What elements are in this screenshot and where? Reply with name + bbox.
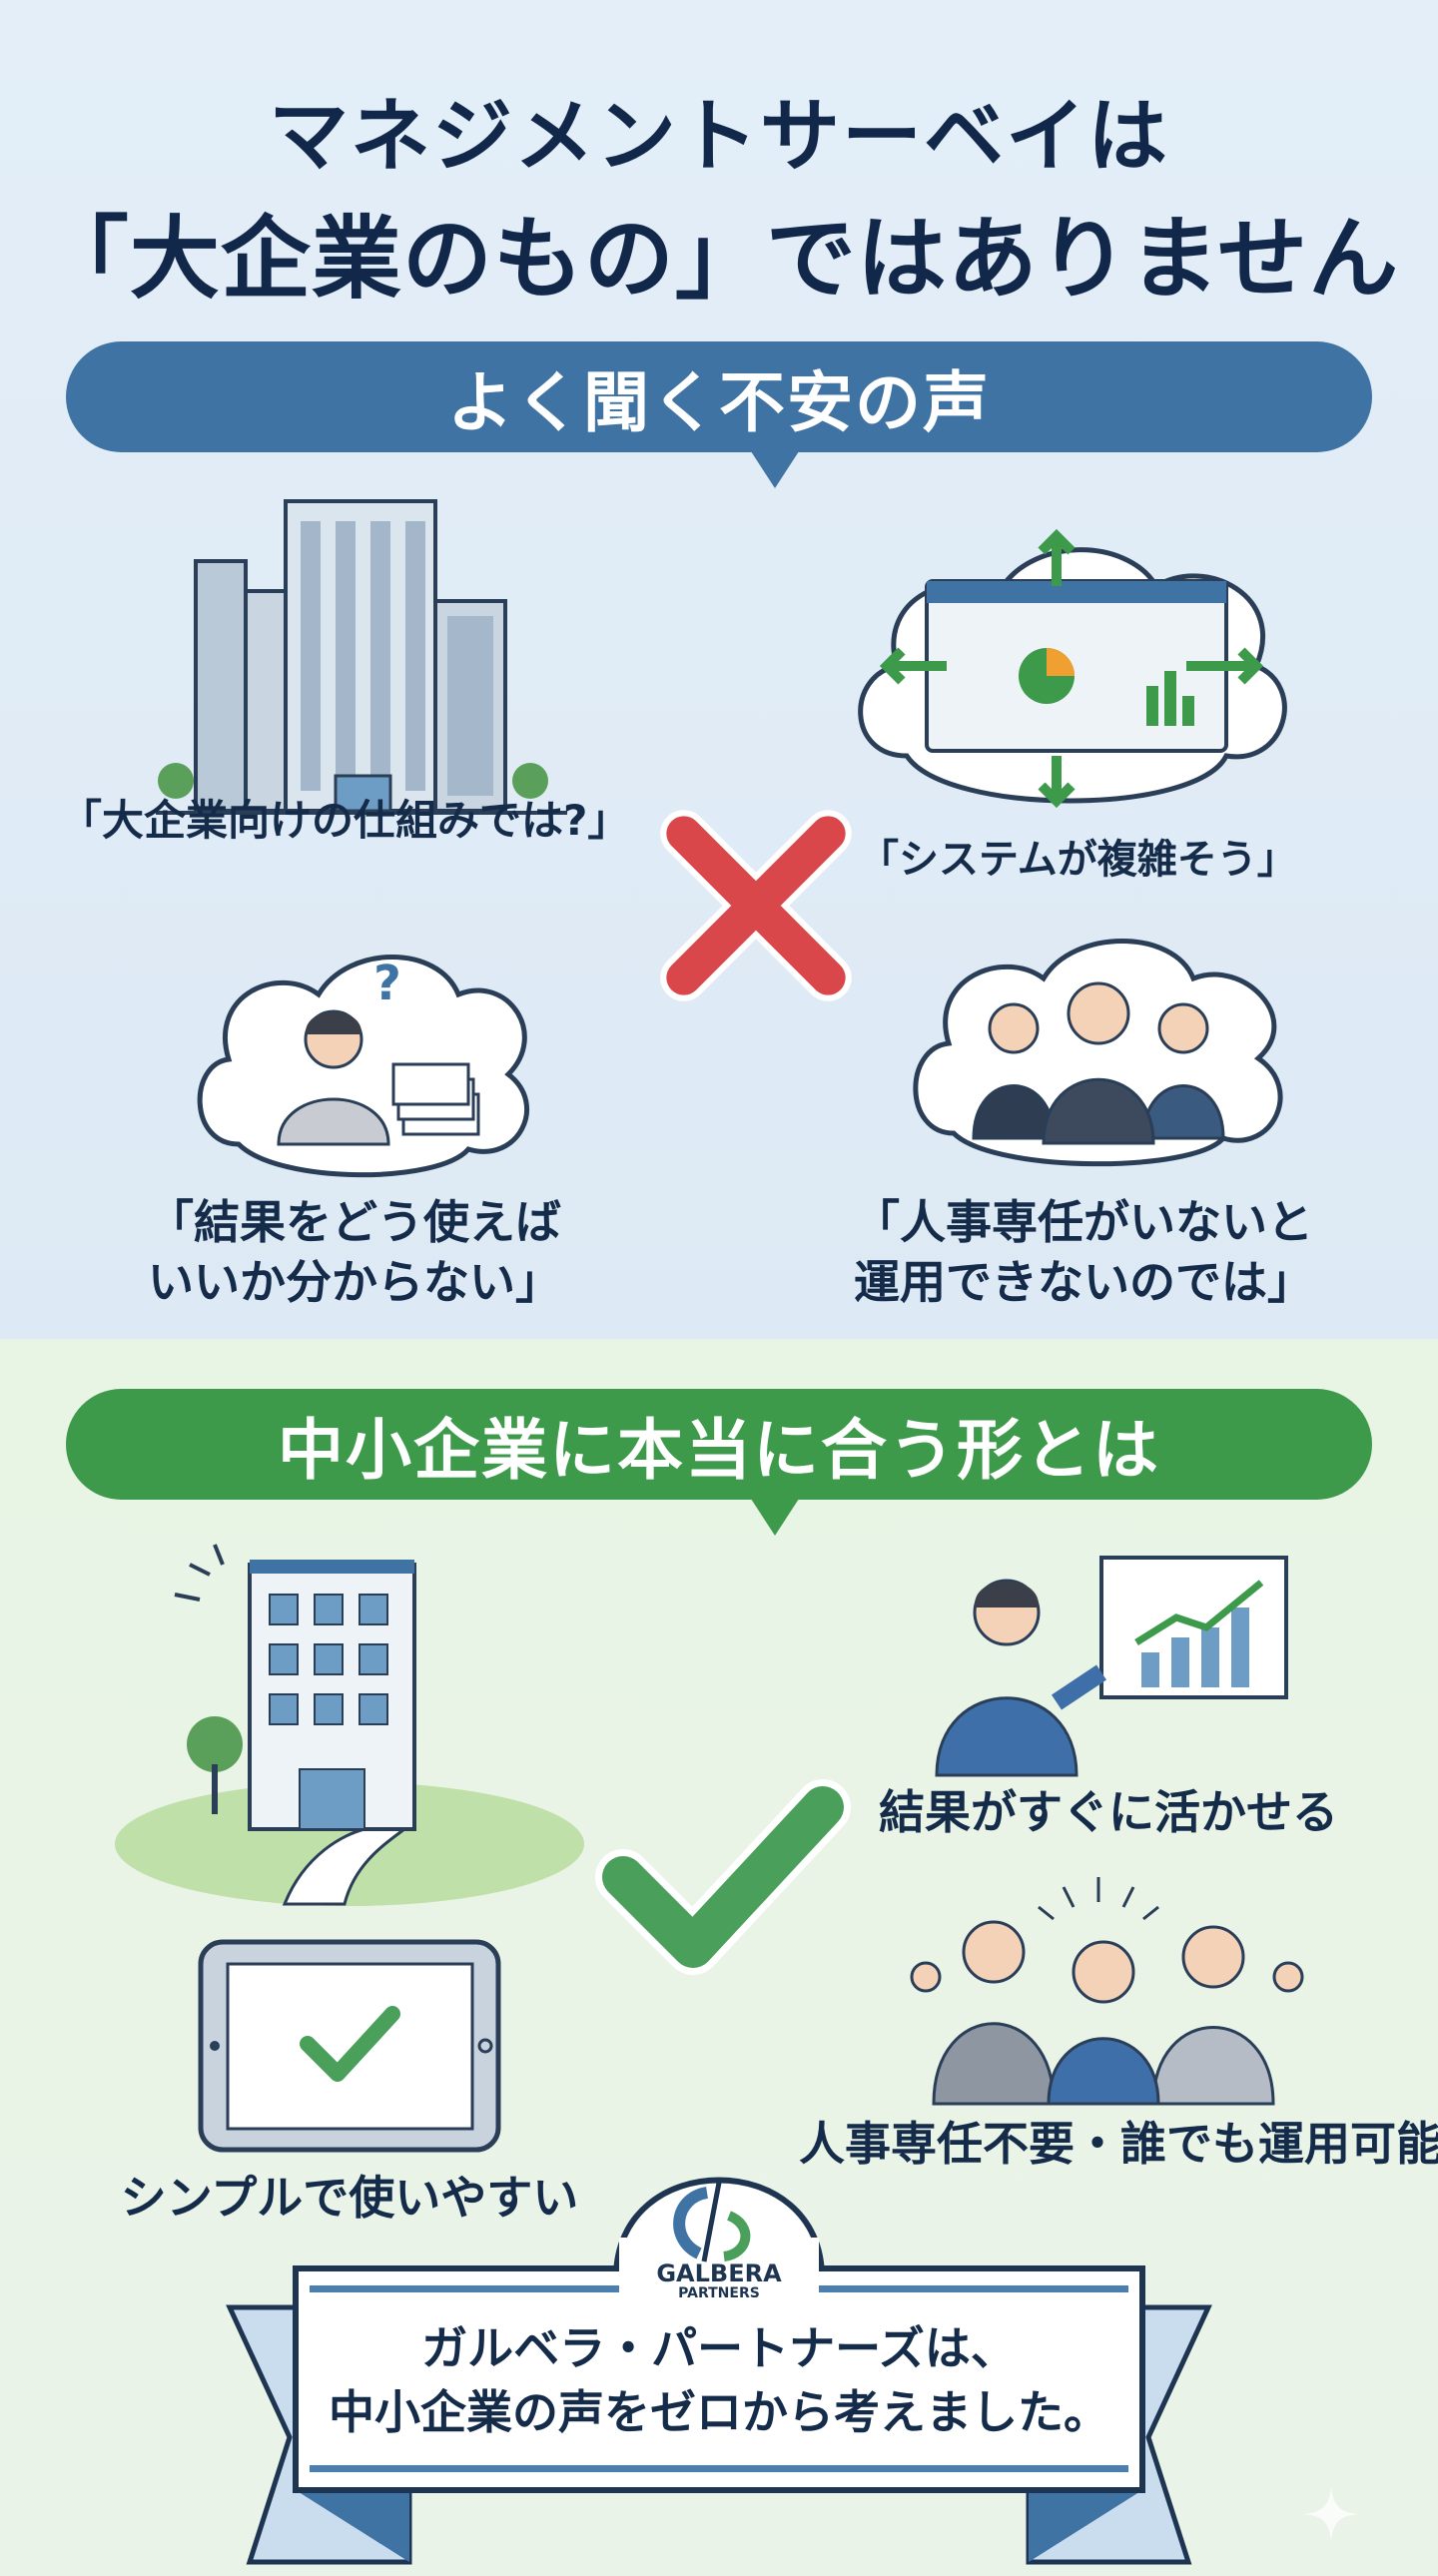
tablet-check-icon xyxy=(198,1939,501,2153)
galbera-logo-mark xyxy=(673,2182,751,2262)
quote-line: 「結果をどう使えば xyxy=(148,1195,561,1249)
logo-line1: GALBERA xyxy=(656,2259,782,2287)
galbera-logo-text: GALBERA PARTNERS xyxy=(616,2260,822,2302)
footer-message-line1: ガルベラ・パートナーズは、 xyxy=(421,2321,1017,2375)
concerns-banner: よく聞く不安の声 xyxy=(66,341,1372,488)
small-office-building-icon xyxy=(115,1544,584,1906)
confused-person-icon: ? xyxy=(197,955,529,1178)
page-title-line1: マネジメントサーベイは xyxy=(269,90,1169,183)
red-x-icon xyxy=(660,810,852,1001)
office-tower-icon xyxy=(156,499,567,815)
concern-quote-no-hr-staff: 「人事専任がいないと 運用できないのでは」 xyxy=(849,1193,1318,1313)
green-check-icon xyxy=(595,1779,851,1975)
business-team-icon xyxy=(913,939,1283,1167)
footer-message-line2: 中小企業の声をゼロから考えました。 xyxy=(329,2385,1109,2440)
cheering-team-icon xyxy=(910,1877,1304,2106)
concern-quote-large-company: 「大企業向けの仕組みでは?」 xyxy=(60,796,630,845)
quote-line: 「人事専任がいないと xyxy=(854,1195,1313,1249)
logo-line2: PARTNERS xyxy=(678,2285,760,2302)
quote-line: いいか分からない」 xyxy=(148,1254,561,1309)
svg-text:?: ? xyxy=(373,956,401,1011)
complex-dashboard-icon xyxy=(858,528,1287,809)
solution-label-no-hr-needed: 人事専任不要・誰でも運用可能 xyxy=(799,2117,1438,2171)
solutions-banner: 中小企業に本当に合う形とは xyxy=(66,1389,1372,1536)
solution-label-actionable: 結果がすぐに活かせる xyxy=(879,1785,1338,1839)
footer-message: ガルベラ・パートナーズは、 中小企業の声をゼロから考えました。 xyxy=(296,2316,1142,2445)
quote-line: 運用できないのでは」 xyxy=(854,1254,1313,1309)
concern-quote-complex-system: 「システムが複雑そう」 xyxy=(859,837,1297,883)
page-title-line2: 「大企業のもの」ではありません xyxy=(38,207,1400,312)
concern-quote-results-use: 「結果をどう使えば いいか分からない」 xyxy=(130,1193,579,1313)
sparkle-icon xyxy=(1303,2486,1359,2542)
solution-label-simple: シンプルで使いやすい xyxy=(120,2171,579,2225)
ribbon-banner xyxy=(226,2177,1212,2565)
presenter-chart-icon xyxy=(935,1556,1288,1777)
